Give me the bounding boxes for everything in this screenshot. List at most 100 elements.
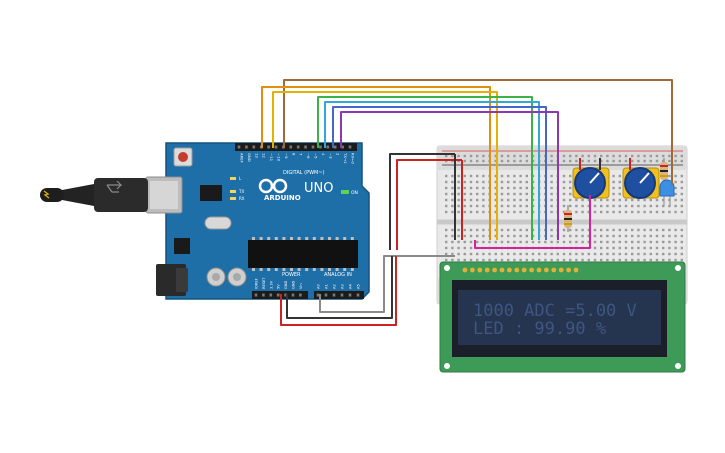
chip-pin <box>282 237 286 240</box>
breadboard-hole <box>569 192 572 196</box>
breadboard-hole <box>507 180 510 184</box>
header-pin <box>267 145 270 149</box>
crystal <box>204 216 232 230</box>
wire-black-1 <box>389 153 455 250</box>
breadboard-hole <box>575 210 578 214</box>
breadboard-hole <box>600 234 603 238</box>
breadboard-hole <box>662 246 665 250</box>
potentiometer-2[interactable] <box>622 167 660 199</box>
lcd-pin <box>573 267 579 273</box>
breadboard-hole <box>562 252 566 256</box>
breadboard-hole <box>482 159 485 163</box>
lcd-module: 1000 ADC =5.00 V LED : 99.90 % <box>439 261 686 373</box>
breadboard-hole <box>680 180 683 184</box>
breadboard-hole <box>550 192 553 196</box>
regulator <box>174 238 190 254</box>
breadboard-hole <box>507 186 510 190</box>
logo-loop-left <box>258 178 274 194</box>
breadboard-hole <box>451 192 454 196</box>
digital-pin-label: 4 <box>321 153 326 156</box>
breadboard-hole <box>507 240 510 244</box>
digital-pin-label: 8 <box>291 153 296 156</box>
lcd-pin <box>470 267 475 273</box>
breadboard-hole <box>445 234 448 238</box>
breadboard-hole <box>494 192 497 196</box>
breadboard-hole <box>500 240 504 244</box>
breadboard-hole <box>637 154 640 158</box>
breadboard-hole <box>500 252 504 256</box>
breadboard-hole <box>612 228 615 232</box>
breadboard-hole <box>445 174 448 178</box>
breadboard-hole <box>624 246 628 250</box>
breadboard-hole <box>612 246 615 250</box>
breadboard-hole <box>469 192 473 196</box>
chip-pin <box>305 237 309 240</box>
breadboard-hole <box>600 159 603 163</box>
breadboard-hole <box>519 234 522 238</box>
rx-led <box>230 197 236 200</box>
breadboard-hole <box>469 258 473 262</box>
breadboard-hole <box>649 246 652 250</box>
breadboard-hole <box>476 204 479 208</box>
breadboard-hole <box>668 154 671 158</box>
chip-pin <box>259 237 263 240</box>
breadboard-hole <box>593 204 597 208</box>
breadboard-hole <box>513 154 516 158</box>
breadboard-hole <box>631 159 634 163</box>
header-pin <box>316 293 320 297</box>
breadboard-hole <box>519 192 522 196</box>
rx-label: RX <box>239 196 245 201</box>
breadboard-hole <box>445 186 448 190</box>
breadboard-hole <box>469 228 473 232</box>
breadboard-hole <box>445 198 448 202</box>
breadboard-hole <box>624 198 628 202</box>
chip-pin <box>335 237 339 240</box>
atmega-chip-pins <box>252 237 354 271</box>
bottom-header-pins <box>254 293 360 297</box>
breadboard-hole <box>525 174 528 178</box>
breadboard-hole <box>668 210 671 214</box>
lcd-pin <box>558 267 564 273</box>
breadboard-hole <box>519 186 522 190</box>
breadboard-hole <box>631 210 634 214</box>
breadboard-hole <box>476 180 479 184</box>
potentiometer-1[interactable] <box>572 167 610 199</box>
breadboard-hole <box>562 180 566 184</box>
breadboard-hole <box>593 240 597 244</box>
breadboard-hole <box>606 228 609 232</box>
breadboard-hole <box>643 252 646 256</box>
wire-red-2 <box>280 256 397 326</box>
breadboard-hole <box>445 204 448 208</box>
breadboard-hole <box>469 159 473 163</box>
breadboard-hole <box>513 210 516 214</box>
breadboard-hole <box>631 252 634 256</box>
reset-button-icon[interactable] <box>178 152 188 162</box>
digital-pin-label: RX←0 <box>351 153 356 164</box>
breadboard-hole <box>649 240 652 244</box>
header-pin <box>276 293 280 297</box>
breadboard-hole <box>587 258 590 262</box>
header-pin <box>291 293 295 297</box>
breadboard-hole <box>668 174 671 178</box>
breadboard-hole <box>655 240 659 244</box>
breadboard-hole <box>531 252 535 256</box>
breadboard-hole <box>500 180 504 184</box>
breadboard-hole <box>525 198 528 202</box>
breadboard-hole <box>550 258 553 262</box>
breadboard-hole <box>624 228 628 232</box>
breadboard-hole <box>550 174 553 178</box>
breadboard-hole <box>550 234 553 238</box>
breadboard-hole <box>569 180 572 184</box>
chip-pin <box>274 268 278 271</box>
breadboard-hole <box>593 198 597 202</box>
breadboard-hole <box>631 240 634 244</box>
breadboard-hole <box>494 228 497 232</box>
lcd-mount-hole <box>444 363 450 369</box>
usb-cable-end <box>40 188 64 202</box>
breadboard-hole <box>500 210 504 214</box>
breadboard-hole <box>562 228 566 232</box>
breadboard-hole <box>513 228 516 232</box>
breadboard-hole <box>482 204 485 208</box>
chip-pin <box>328 268 331 271</box>
